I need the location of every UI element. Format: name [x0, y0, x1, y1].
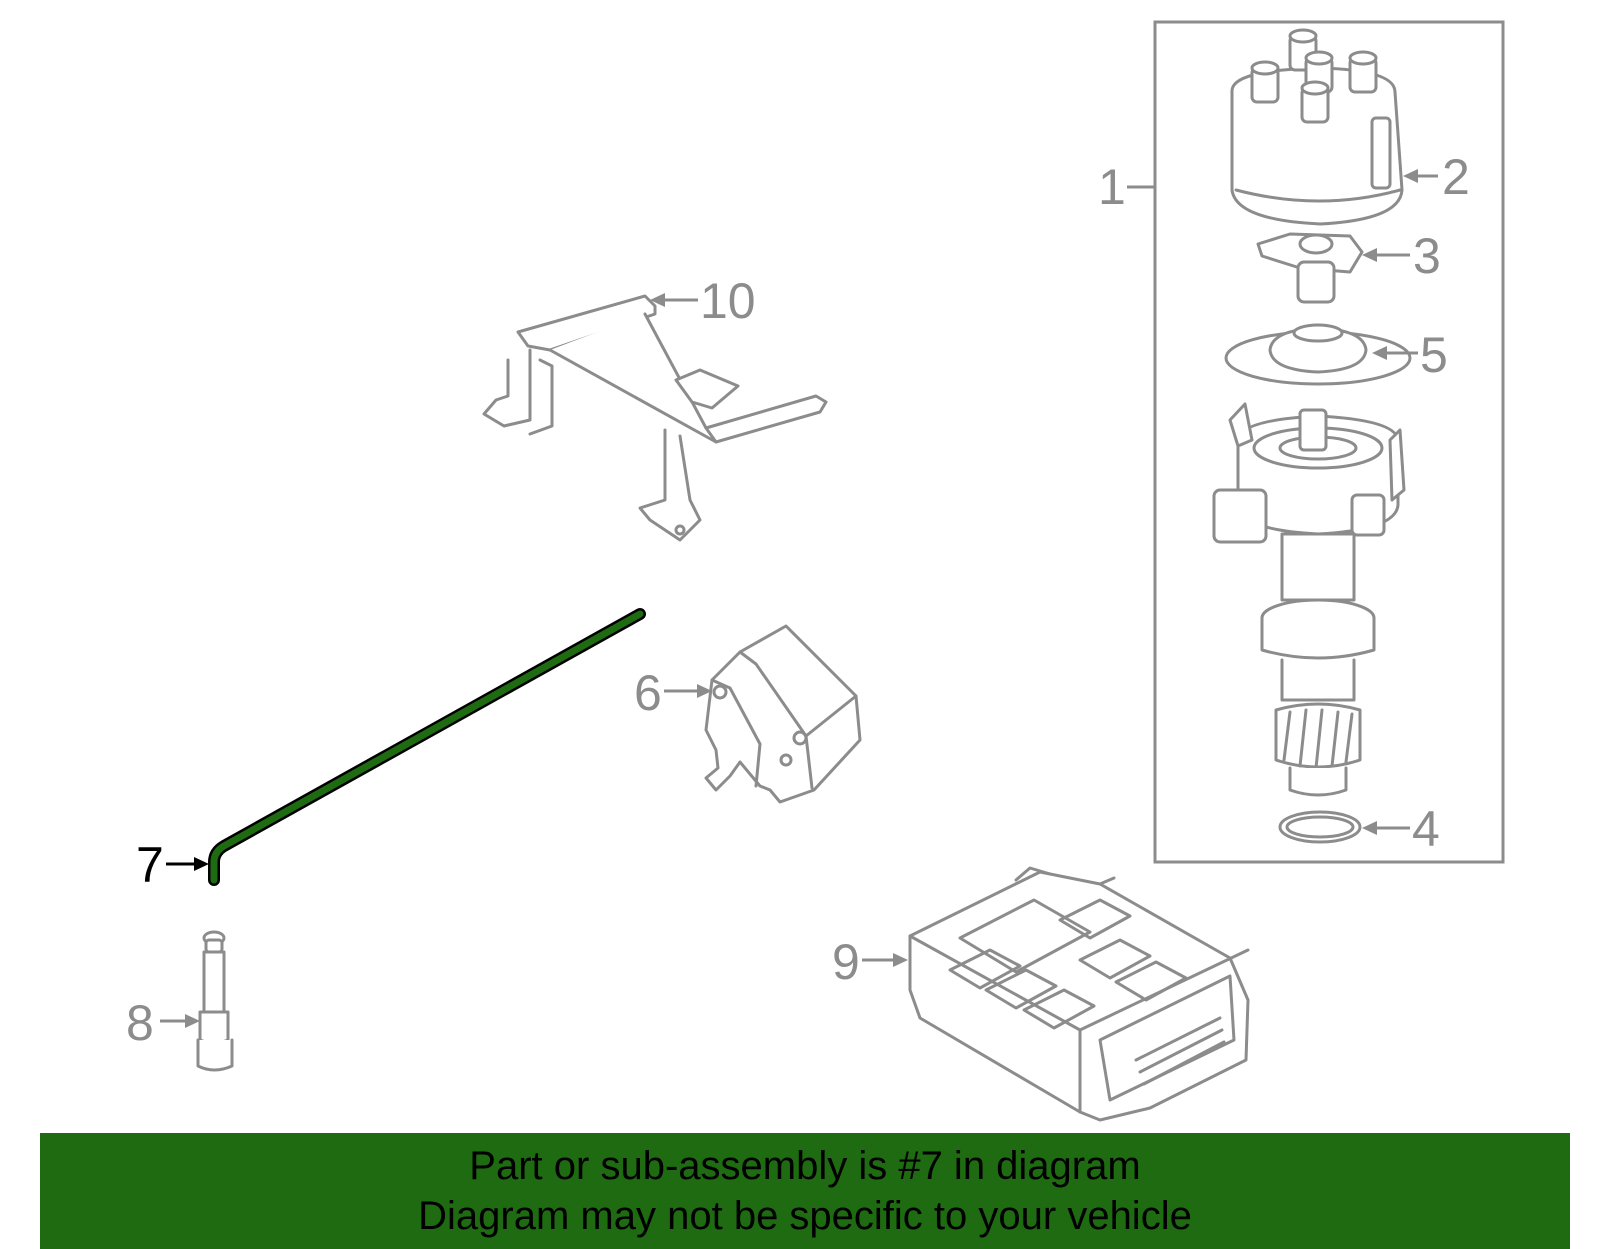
- callout-6: 6: [634, 665, 662, 721]
- callout-1: 1: [1098, 159, 1126, 215]
- rotor: [1256, 232, 1364, 304]
- callout-5-group: 5: [1372, 327, 1448, 383]
- spark-plug-connector: [196, 930, 234, 1072]
- callout-7-group: 7: [136, 837, 209, 893]
- callout-2: 2: [1442, 149, 1470, 205]
- callout-8-group: 8: [126, 995, 200, 1051]
- callout-4-group: 4: [1362, 801, 1440, 857]
- callout-10-group: 10: [650, 273, 756, 329]
- callout-5: 5: [1420, 327, 1448, 383]
- callout-7: 7: [136, 837, 164, 893]
- callout-10: 10: [700, 273, 756, 329]
- o-ring: [1278, 810, 1362, 844]
- engine-control-module: [908, 866, 1250, 1122]
- callout-2-group: 2: [1403, 149, 1470, 205]
- callout-3-group: 3: [1362, 228, 1441, 284]
- callout-4: 4: [1412, 801, 1440, 857]
- distributor-body: [1212, 402, 1406, 797]
- highlighted-part-7: [208, 608, 646, 886]
- mounting-bracket: [482, 294, 828, 542]
- banner-line-1: Part or sub-assembly is #7 in diagram: [469, 1144, 1141, 1188]
- callout-9: 9: [832, 934, 860, 990]
- callout-3: 3: [1413, 228, 1441, 284]
- ignition-coil: [704, 624, 862, 804]
- callout-8: 8: [126, 995, 154, 1051]
- banner-line-2: Diagram may not be specific to your vehi…: [418, 1194, 1192, 1238]
- callout-9-group: 9: [832, 934, 908, 990]
- callout-6-group: 6: [634, 665, 712, 721]
- distributor-assembly-group: 1: [1098, 20, 1505, 864]
- info-banner: Part or sub-assembly is #7 in diagram Di…: [40, 1133, 1570, 1249]
- distributor-assembly-frame: [1153, 20, 1505, 864]
- distributor-cap: [1230, 28, 1404, 226]
- dust-shield: [1224, 323, 1412, 386]
